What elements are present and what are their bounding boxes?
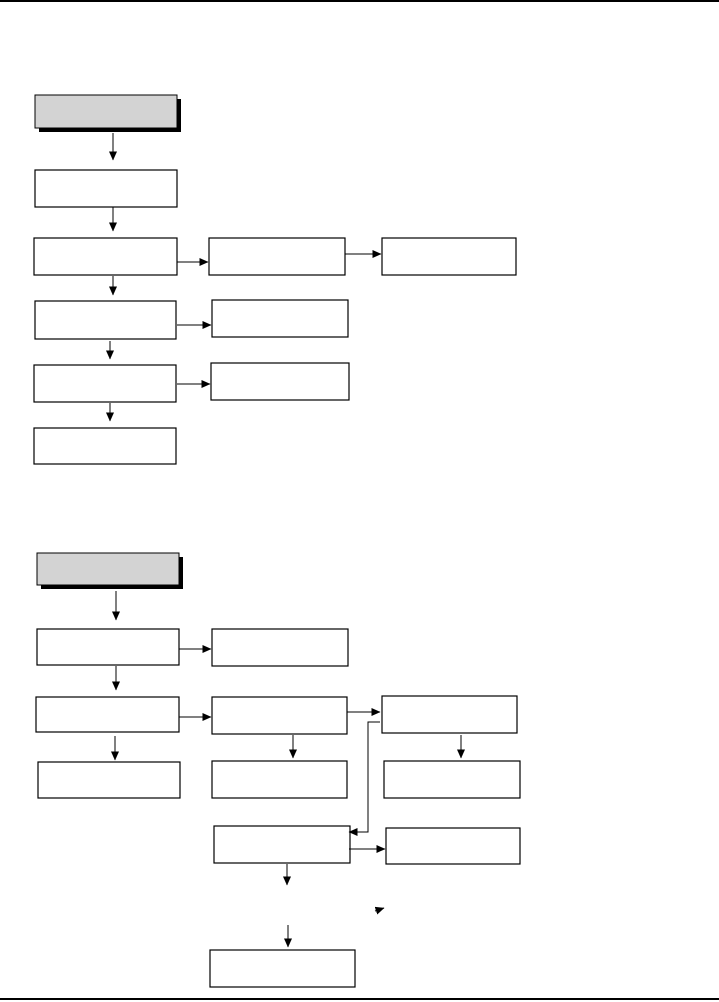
flowchart-2-header-box	[36, 552, 180, 586]
flowchart-2-step-4a-box	[385, 827, 521, 865]
flowchart-1-header-box	[34, 94, 178, 129]
top-rule	[0, 0, 719, 2]
flowchart-1-step-3a-box	[211, 299, 349, 338]
flowchart-2-step-3b-box	[383, 760, 521, 799]
flowchart-1-step-1-box	[34, 169, 178, 208]
flowchart-1-step-2-box	[33, 237, 178, 276]
flowchart-2-step-5-box	[209, 949, 356, 988]
flowchart-2-step-1a-box	[211, 628, 349, 667]
flowchart-1-step-4-box	[33, 364, 177, 403]
flowchart-1-step-3-box	[34, 300, 177, 340]
flowchart-1-step-5-box	[33, 427, 177, 465]
flowchart-2-step-2-box	[35, 696, 180, 733]
flowchart-1-step-2b-box	[381, 237, 517, 276]
flowchart-2-step-1-box	[36, 628, 180, 666]
flowchart-2-connector-arrow-12	[374, 906, 385, 915]
flowchart-2-connector-arrow-9	[348, 721, 380, 836]
flowchart-2-step-3-box	[37, 761, 181, 799]
flowchart-1-step-4a-box	[210, 362, 350, 401]
flowchart-2-step-2b-box	[381, 695, 518, 734]
flowchart-2-step-2a-box	[211, 696, 348, 735]
bottom-rule	[0, 998, 719, 1000]
flowchart-2-step-3a-box	[211, 760, 348, 799]
flowchart-1-step-2a-box	[208, 237, 346, 276]
flowchart-2-step-4-box	[213, 825, 351, 864]
